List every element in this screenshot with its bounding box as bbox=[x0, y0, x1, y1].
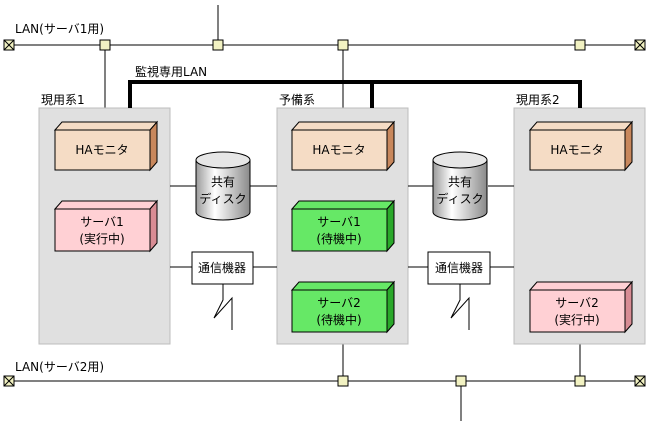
lan2-terminator-left bbox=[3, 375, 15, 387]
server1-running-left-name: サーバ1 bbox=[80, 215, 124, 229]
ha-monitor-left: HAモニタ bbox=[53, 120, 159, 172]
lan2-connector-right bbox=[574, 375, 586, 387]
ha-monitor-center: HAモニタ bbox=[290, 120, 396, 172]
server1-standby-center: サーバ1 (待機中) bbox=[290, 199, 396, 253]
server2-standby-center: サーバ2 (待機中) bbox=[290, 280, 396, 334]
shared-disk-right-line1: 共有 bbox=[448, 175, 472, 189]
ha-monitor-center-label: HAモニタ bbox=[312, 143, 365, 157]
lan1-connector-left bbox=[99, 39, 111, 51]
lan2-label: LAN(サーバ2用) bbox=[15, 360, 104, 374]
server2-standby-center-status: (待機中) bbox=[316, 312, 361, 327]
server1-standby-center-name: サーバ1 bbox=[317, 215, 361, 229]
lan1-connector-center bbox=[337, 39, 349, 51]
server2-standby-center-name: サーバ2 bbox=[317, 296, 361, 310]
system-right-label: 現用系2 bbox=[516, 93, 560, 107]
server1-standby-center-status: (待機中) bbox=[316, 231, 361, 246]
comm-line-right bbox=[450, 284, 470, 330]
shared-disk-right-line2: ディスク bbox=[436, 191, 483, 206]
server2-running-right-status: (実行中) bbox=[554, 312, 599, 327]
comm-device-left: 通信機器 bbox=[191, 251, 254, 285]
lan1-label: LAN(サーバ1用) bbox=[15, 22, 104, 36]
shared-disk-left: 共有 ディスク bbox=[195, 151, 251, 221]
shared-disk-left-line2: ディスク bbox=[199, 191, 246, 206]
lan2-connector-hub bbox=[455, 375, 467, 387]
lan2-terminator-right bbox=[634, 375, 646, 387]
ha-monitor-left-label: HAモニタ bbox=[75, 143, 128, 157]
lan1-network: LAN(サーバ1用) bbox=[3, 5, 646, 51]
server1-running-left-status: (実行中) bbox=[79, 231, 124, 246]
comm-line-left bbox=[213, 284, 233, 330]
lan1-connector-right bbox=[574, 39, 586, 51]
comm-device-right: 通信機器 bbox=[427, 251, 491, 285]
shared-disk-right: 共有 ディスク bbox=[432, 151, 488, 221]
server1-running-left: サーバ1 (実行中) bbox=[53, 199, 159, 253]
lan1-terminator-right bbox=[634, 39, 646, 51]
server2-running-right-name: サーバ2 bbox=[555, 296, 599, 310]
monitor-lan: 監視専用LAN bbox=[128, 64, 582, 108]
lan2-connector-center bbox=[337, 375, 349, 387]
system-left-label: 現用系1 bbox=[41, 93, 85, 107]
lan1-connector-hub bbox=[212, 39, 224, 51]
ha-monitor-right: HAモニタ bbox=[528, 120, 634, 172]
monitor-lan-label: 監視専用LAN bbox=[135, 64, 207, 79]
system-center-label: 予備系 bbox=[279, 92, 315, 107]
shared-disk-left-line1: 共有 bbox=[211, 175, 235, 189]
comm-device-right-label: 通信機器 bbox=[435, 260, 483, 275]
comm-device-left-label: 通信機器 bbox=[198, 260, 246, 275]
lan1-terminator-left bbox=[3, 39, 15, 51]
server2-running-right: サーバ2 (実行中) bbox=[528, 280, 634, 334]
ha-monitor-right-label: HAモニタ bbox=[550, 143, 603, 157]
lan2-network: LAN(サーバ2用) bbox=[3, 360, 646, 421]
